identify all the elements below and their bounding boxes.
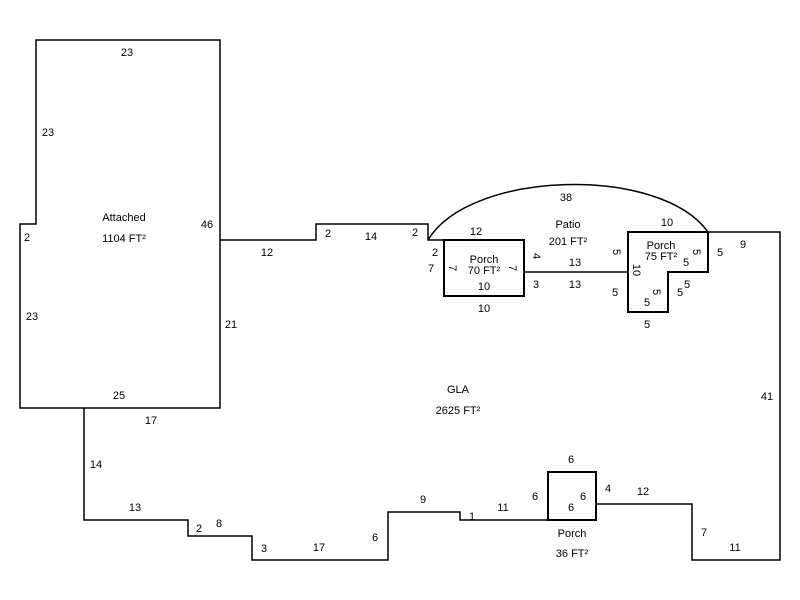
porch-36-label: Porch (558, 528, 587, 540)
dim: 5 (610, 249, 622, 255)
dim: 46 (201, 219, 213, 231)
dim: 2 (432, 247, 438, 259)
dim: 5 (690, 249, 702, 255)
dim: 23 (121, 47, 133, 59)
porch-70-outline (443, 239, 525, 297)
dim: 5 (650, 289, 662, 295)
dim: 5 (683, 257, 689, 269)
dim: 23 (42, 127, 54, 139)
porch-75-label: Porch (647, 240, 676, 252)
patio-area: 201 FT² (549, 236, 588, 248)
porch-75-area: 75 FT² (645, 251, 678, 263)
dim: 25 (113, 390, 125, 402)
dim: 3 (533, 279, 539, 291)
dim: 6 (568, 454, 574, 466)
dim: 2 (325, 228, 331, 240)
dim: 5 (684, 279, 690, 291)
dim: 14 (90, 459, 102, 471)
gla-outline-bottom (596, 231, 781, 561)
attached-label: Attached (102, 212, 145, 224)
dim: 12 (470, 226, 482, 238)
porch-70-label: Porch (470, 254, 499, 266)
dim: 4 (605, 483, 611, 495)
dim: 6 (532, 491, 538, 503)
attached-area: 1104 FT² (102, 233, 146, 245)
dim: 6 (568, 502, 574, 514)
dim: 17 (145, 415, 157, 427)
dim: 13 (569, 257, 581, 269)
dim: 12 (637, 486, 649, 498)
dim: 14 (365, 231, 377, 243)
gla-area: 2625 FT² (436, 405, 481, 417)
porch-36-area: 36 FT² (556, 548, 589, 560)
dim: 5 (677, 287, 683, 299)
dim: 7 (506, 265, 518, 271)
dim: 4 (530, 253, 542, 259)
gla-outline (220, 223, 444, 241)
dim: 7 (446, 265, 458, 271)
attached-outline (19, 39, 221, 409)
dim: 10 (630, 264, 642, 276)
dim: 1 (469, 511, 475, 523)
dim: 8 (216, 518, 222, 530)
gla-label: GLA (447, 384, 470, 396)
dim: 23 (26, 311, 38, 323)
dim: 6 (580, 491, 586, 503)
dim: 13 (569, 279, 581, 291)
dim: 9 (420, 494, 426, 506)
dim: 38 (560, 192, 572, 204)
dim: 7 (428, 263, 434, 275)
dim: 41 (761, 391, 773, 403)
dim: 13 (129, 502, 141, 514)
patio-label: Patio (555, 219, 580, 231)
dim: 5 (612, 287, 618, 299)
patio-arc (427, 183, 709, 241)
dim: 10 (661, 217, 673, 229)
dim: 5 (717, 247, 723, 259)
dim: 6 (372, 532, 378, 544)
dim: 11 (729, 542, 740, 554)
dim: 2 (412, 227, 418, 239)
dim: 2 (196, 523, 202, 535)
dim: 3 (261, 543, 267, 555)
dim: 9 (740, 239, 746, 251)
gla-outline-south (83, 408, 548, 561)
dim: 10 (478, 303, 490, 315)
dim: 5 (644, 297, 650, 309)
dim: 7 (701, 527, 707, 539)
porch-70-area: 70 FT² (468, 265, 501, 277)
dim: 5 (644, 319, 650, 331)
porch-36-outline (547, 471, 597, 521)
porch-75-outline (627, 231, 709, 313)
dim: 2 (24, 232, 30, 244)
dim: 12 (261, 247, 273, 259)
dim: 21 (225, 319, 237, 331)
dim: 10 (478, 281, 490, 293)
dim: 11 (497, 502, 508, 514)
dim: 17 (313, 542, 325, 554)
